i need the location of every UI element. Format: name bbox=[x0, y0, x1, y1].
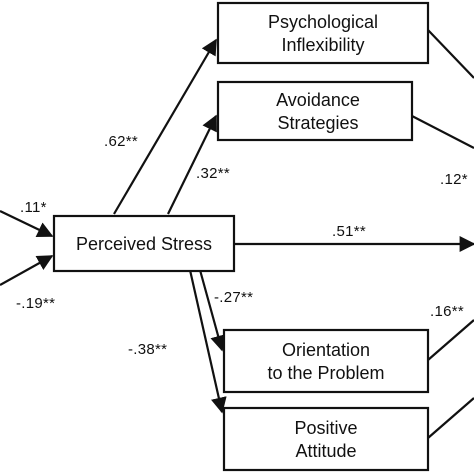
arrow-stress-to-orientation bbox=[198, 269, 226, 352]
node-avoidance-strategies-line1: Avoidance bbox=[276, 90, 360, 110]
node-orientation-problem: Orientation to the Problem bbox=[222, 328, 430, 394]
arrow-stress-to-inflexibility bbox=[113, 38, 217, 215]
coef-stress-to-attitude: -.38** bbox=[128, 341, 167, 358]
arrow-attitude-to-outcome bbox=[427, 397, 474, 439]
node-positive-attitude: Positive Attitude bbox=[222, 406, 430, 472]
node-positive-attitude-line2: Attitude bbox=[295, 441, 356, 461]
node-perceived-stress-label: Perceived Stress bbox=[76, 234, 212, 254]
arrow-stress-to-avoidance bbox=[167, 114, 217, 215]
node-positive-attitude-line1: Positive bbox=[294, 418, 357, 438]
arrow-stress-to-attitude bbox=[188, 269, 227, 414]
coef-input-top: .11* bbox=[20, 199, 47, 216]
node-psychological-inflexibility: Psychological Inflexibility bbox=[216, 1, 430, 65]
arrow-input-top bbox=[0, 210, 54, 237]
node-orientation-problem-line2: to the Problem bbox=[267, 363, 384, 383]
node-avoidance-strategies-line2: Strategies bbox=[277, 113, 358, 133]
coef-input-bottom: -.19** bbox=[16, 295, 55, 312]
node-perceived-stress: Perceived Stress bbox=[52, 214, 236, 273]
node-avoidance-strategies: Avoidance Strategies bbox=[216, 80, 414, 142]
coef-stress-to-avoidance: .32** bbox=[196, 165, 230, 182]
arrow-orientation-to-outcome bbox=[427, 319, 474, 361]
coef-stress-to-orientation: -.27** bbox=[214, 289, 253, 306]
coef-avoidance-to-outcome: .12* bbox=[440, 171, 468, 188]
arrow-avoidance-to-outcome bbox=[411, 115, 474, 149]
coef-orientation-to-outcome: .16** bbox=[430, 303, 464, 320]
node-psychological-inflexibility-line1: Psychological bbox=[268, 12, 378, 32]
arrow-inflexibility-to-outcome bbox=[427, 29, 474, 79]
arrow-input-bottom bbox=[0, 255, 54, 286]
coef-stress-to-inflexibility: .62** bbox=[104, 133, 138, 150]
node-psychological-inflexibility-line2: Inflexibility bbox=[281, 35, 364, 55]
coef-stress-to-outcome: .51** bbox=[332, 223, 366, 240]
node-orientation-problem-line1: Orientation bbox=[282, 340, 370, 360]
